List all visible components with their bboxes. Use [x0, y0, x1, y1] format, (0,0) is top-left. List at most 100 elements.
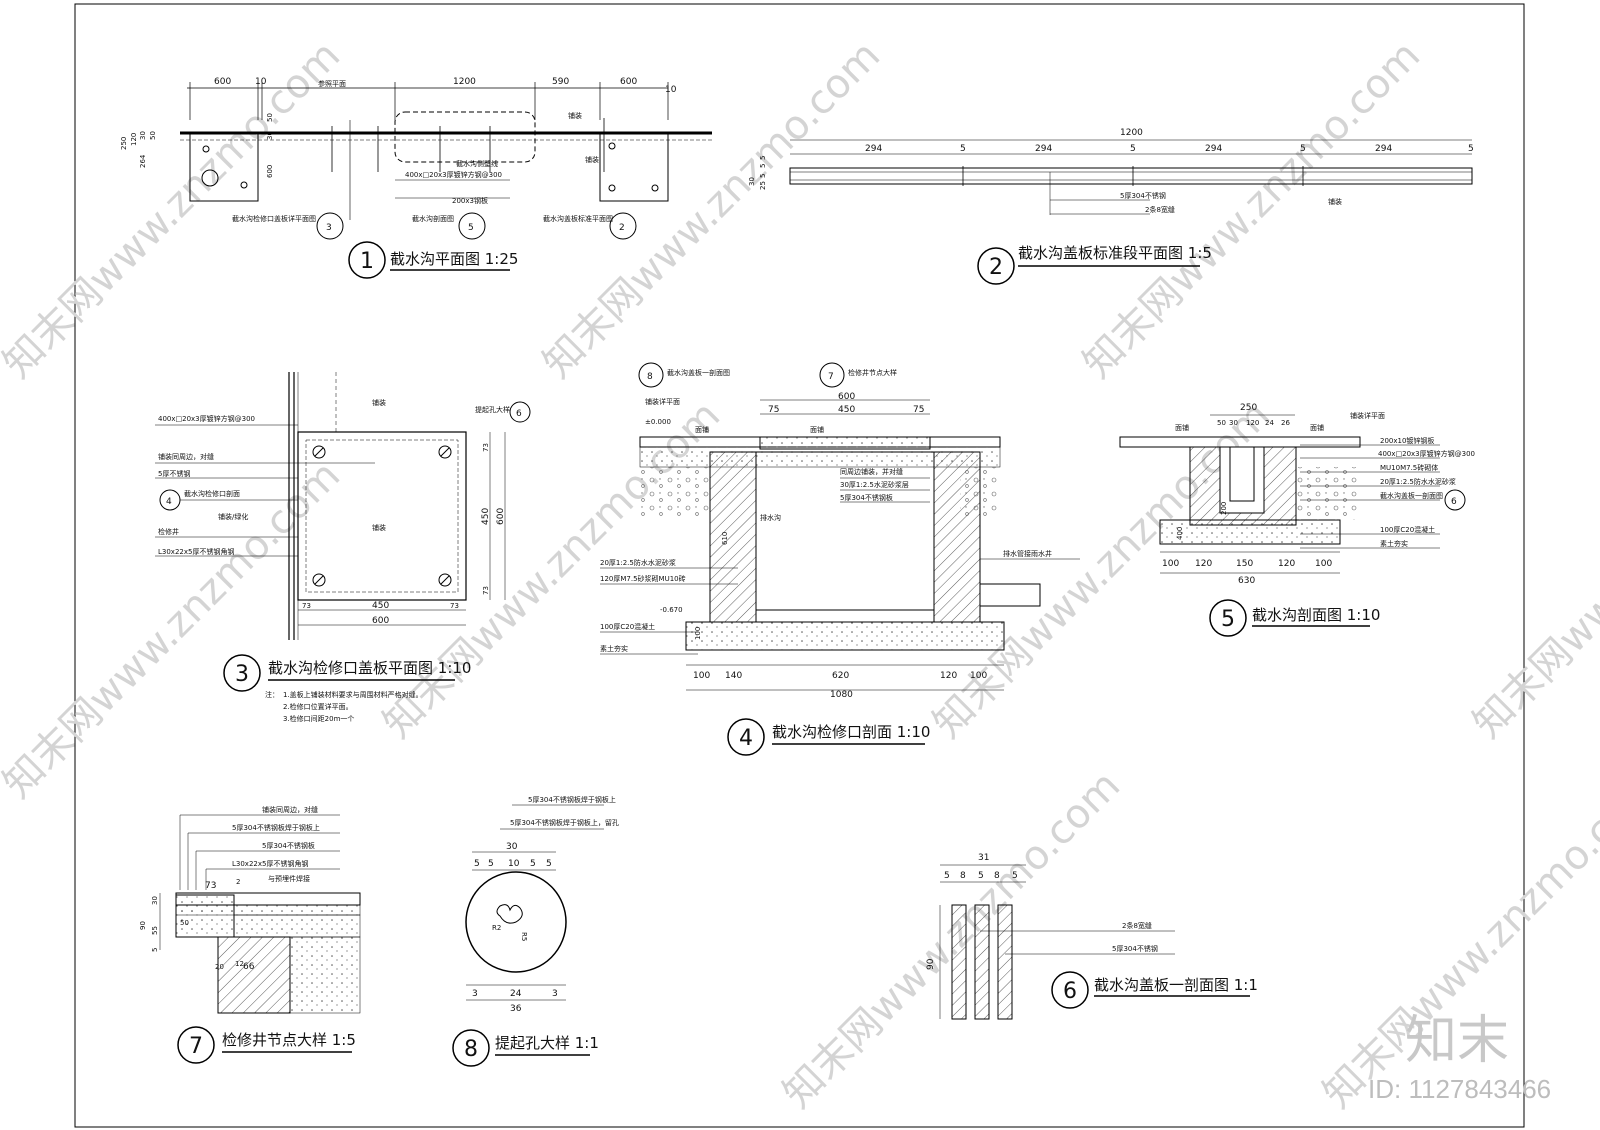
label: 截水沟检修口剖面	[184, 489, 240, 498]
note: 铺装	[585, 155, 599, 164]
dim-text: 100	[694, 627, 702, 640]
note: 2条8宽缝	[1145, 205, 1175, 214]
watermark-text: 知末网www.znzmo.com	[1465, 393, 1600, 748]
dim-text: 600	[838, 392, 855, 402]
dim-text: 75	[913, 405, 924, 415]
label: 面铺	[1175, 423, 1189, 432]
dim-text: 120	[1195, 559, 1212, 569]
dim-text: 100	[970, 671, 987, 681]
label: L30x22x5厚不锈钢角钢	[232, 859, 308, 868]
watermark-text: 知末网www.znzmo.com	[0, 33, 349, 388]
dim-text: 66	[243, 962, 255, 972]
dim-text: 8	[960, 871, 966, 881]
dim-text: 600	[496, 508, 506, 525]
dim-text: 3	[552, 989, 558, 999]
label: 面铺	[810, 425, 824, 434]
dim-text: 120	[130, 133, 138, 146]
detail-1-plan: 600 10 参照平面 1200 590 600 10 250 120 264 …	[120, 77, 712, 279]
ref-number: 8	[647, 372, 653, 382]
label: 20厚1:2.5防水水泥砂浆	[1380, 477, 1456, 486]
watermark-text: 知末网www.znzmo.com	[535, 33, 890, 388]
detail-8-lift-hole: 5厚304不锈钢板焊于钢板上 5厚304不锈钢板焊于钢板上，留孔 30 5 5 …	[452, 795, 619, 1067]
label: 铺装/绿化	[218, 512, 248, 521]
label: 素土夯实	[1380, 539, 1408, 548]
detail-number: 4	[739, 726, 753, 751]
dim-text: 5	[1468, 144, 1474, 154]
label: 120厚M7.5砂浆砌MU10砖	[600, 574, 686, 583]
ref-label: 检修井节点大样	[848, 368, 897, 377]
dim-text: 1200	[1120, 128, 1143, 138]
dim-text: 5	[1130, 144, 1136, 154]
dim-text: 450	[838, 405, 855, 415]
dim-text: 140	[725, 671, 742, 681]
detail-4-access-section: 8 截水沟盖板一剖面图 7 检修井节点大样 600 75 450 75 铺装详平…	[600, 362, 1080, 756]
label: 铺装详平面	[645, 397, 680, 406]
dim-text: 5	[546, 859, 552, 869]
dim-text: 8	[994, 871, 1000, 881]
ref-number: 2	[619, 223, 625, 233]
dim-text: 5	[1012, 871, 1018, 881]
detail-number: 7	[189, 1034, 203, 1059]
detail-number: 2	[989, 255, 1003, 280]
dim-text: 75	[768, 405, 779, 415]
label: 30厚1:2.5水泥砂浆层	[840, 480, 909, 489]
dim-text: 100	[1162, 559, 1179, 569]
label: 5厚304不锈钢板	[840, 493, 893, 502]
dim-text: 参照平面	[318, 79, 346, 88]
detail-number: 1	[360, 249, 374, 274]
dim-text: 50	[1217, 419, 1226, 427]
detail-title: 检修井节点大样 1:5	[222, 1031, 356, 1049]
ref-number: 5	[468, 223, 474, 233]
detail-7-node: 铺装同周边，对缝 5厚304不锈钢板焊于钢板上 5厚304不锈钢板 L30x22…	[139, 805, 361, 1064]
detail-2-cover-plan: 1200 294 5 294 5 294 5 294 5 30 5 5 25 5…	[748, 128, 1474, 285]
dim-text: 26	[1281, 419, 1290, 427]
dim-text: 73	[302, 602, 311, 610]
watermark-id: ID: 1127843466	[1368, 1074, 1551, 1104]
note: 注：	[265, 690, 279, 699]
detail-number: 5	[1221, 607, 1235, 632]
watermark-logo: 知末	[1405, 1011, 1509, 1071]
dim-text: 50	[180, 919, 189, 927]
dim-text: 600	[214, 77, 231, 87]
label: 100厚C20混凝土	[1380, 525, 1435, 534]
dim-text: 294	[1205, 144, 1222, 154]
dim-text: 12	[235, 960, 244, 968]
dim-text: 250	[1240, 403, 1257, 413]
label: 5厚304不锈钢板	[262, 841, 315, 850]
watermark-text: 知末网www.znzmo.com	[375, 393, 730, 748]
note: 5厚304不锈钢	[1120, 191, 1166, 200]
label: 截水沟盖板一剖面图	[1380, 491, 1443, 500]
dim-text: 90	[926, 958, 936, 970]
dim-text: R5	[520, 932, 528, 941]
watermark-text: 知末网www.znzmo.com	[0, 453, 349, 808]
ref-number: 6	[516, 409, 522, 419]
label: 2条8宽缝	[1122, 921, 1152, 930]
dim-text: 5	[530, 859, 536, 869]
dim-text: 25	[759, 181, 767, 190]
detail-5-section: 250 50 30 120 24 26 面铺 面铺 铺装详平面 200x10镀锌…	[1119, 403, 1475, 637]
detail-number: 3	[235, 662, 249, 687]
detail-title: 截水沟平面图 1:25	[390, 250, 518, 268]
ref-label: 截水沟剖面图	[412, 214, 454, 223]
dim-text: 400	[1176, 527, 1184, 540]
dim-text: 5	[944, 871, 950, 881]
dim-text: 250	[120, 137, 128, 150]
dim-text: 20	[215, 963, 224, 971]
label: 铺装同周边，对缝	[158, 452, 214, 461]
label: 400x□20x3厚镀锌方钢@300	[1378, 449, 1475, 458]
label: 铺装	[372, 523, 386, 532]
detail-number: 8	[464, 1037, 478, 1062]
dim-text: 30	[506, 842, 518, 852]
label: 铺装详平面	[1350, 411, 1385, 420]
note: 3.检修口间距20m一个	[283, 714, 354, 723]
detail-title: 截水沟盖板标准段平面图 1:5	[1018, 244, 1212, 262]
detail-number: 6	[1063, 979, 1077, 1004]
dim-text: 73	[482, 443, 490, 452]
ref-number: 6	[1451, 497, 1457, 507]
label: MU10M7.5砖砌体	[1380, 463, 1438, 472]
dim-text: 150	[1236, 559, 1253, 569]
label: 5厚304不锈钢板焊于钢板上	[232, 823, 320, 832]
detail-title: 截水沟检修口剖面 1:10	[772, 723, 930, 741]
dim-text: 5	[978, 871, 984, 881]
dim-text: 120	[1246, 419, 1259, 427]
